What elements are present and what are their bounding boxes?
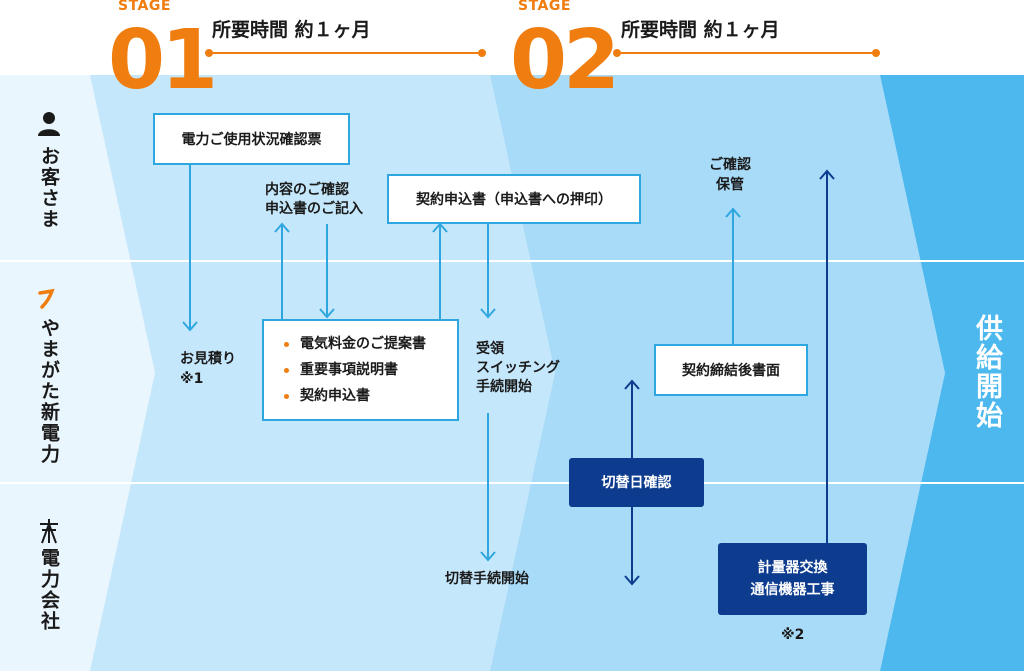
stage-02-duration: 所要時間 約１ヶ月 (621, 19, 780, 41)
meter-work-box: 計量器交換 通信機器工事 (718, 543, 867, 615)
lane-label-yamagata: やまがた新電力 (38, 318, 60, 465)
content-check-line-2: 申込書のご記入 (265, 201, 363, 217)
stage-01-label: STAGE (118, 0, 171, 14)
switch-start-label: 切替手続開始 (445, 571, 529, 587)
estimate-note: ※1 (180, 371, 204, 387)
arrowhead-10 (819, 169, 835, 180)
stage-02-number: 02 (510, 13, 620, 108)
switch-date-box: 切替日確認 (569, 458, 704, 507)
arrowhead-3 (319, 308, 335, 319)
arrowhead-2 (274, 222, 290, 233)
receive-line-3: 手続開始 (476, 379, 532, 395)
arrowhead-4 (432, 222, 448, 233)
lane-divider-2 (0, 482, 1024, 484)
content-check-line-1: 内容のご確認 (265, 182, 349, 198)
confirm-line-1: ご確認 (709, 157, 751, 173)
documents-box: 電気料金のご提案書 重要事項説明書 契約申込書 (262, 319, 459, 421)
usage-check-box: 電力ご使用状況確認票 (153, 113, 350, 165)
arrowhead-1 (182, 321, 198, 332)
stage-02-line-end (872, 49, 880, 57)
stage-01-number: 01 (108, 13, 218, 108)
meter-note: ※2 (781, 627, 805, 643)
stage-02-duration-line (617, 52, 875, 54)
document-item: 電気料金のご提案書 (280, 331, 426, 357)
documents-list: 電気料金のご提案書 重要事項説明書 契約申込書 (280, 331, 426, 409)
lane-label-customer: お客さま (38, 146, 60, 230)
stage-01-duration-line (209, 52, 481, 54)
contract-sign-box: 契約申込書（申込書への押印） (387, 174, 641, 224)
yamagata-logo-icon (38, 288, 55, 309)
stage-02-label: STAGE (518, 0, 571, 14)
document-item: 契約申込書 (280, 383, 426, 409)
lane-label-utility: 電力会社 (38, 548, 60, 632)
arrowhead-9 (624, 575, 640, 586)
arrowhead-6 (480, 551, 496, 562)
supply-chevron (880, 75, 1024, 671)
arrowhead-5 (480, 308, 496, 319)
power-tower-icon (40, 519, 58, 544)
lane-divider-1 (0, 260, 1024, 262)
confirm-line-2: 保管 (716, 177, 744, 193)
arrowhead-8 (624, 379, 640, 390)
supply-start-label: 供給開始 (971, 314, 1002, 430)
document-item: 重要事項説明書 (280, 357, 426, 383)
meter-line-1: 計量器交換 (757, 560, 828, 576)
estimate-line-1: お見積り (180, 351, 236, 367)
arrowhead-7 (725, 207, 741, 218)
receive-line-1: 受領 (476, 341, 504, 357)
receive-line-2: スイッチング (476, 360, 560, 376)
meter-line-2: 通信機器工事 (750, 582, 835, 598)
post-contract-box: 契約締結後書面 (654, 344, 808, 396)
stage-01-duration: 所要時間 約１ヶ月 (212, 19, 371, 41)
stage-01-line-end (478, 49, 486, 57)
person-icon (38, 112, 60, 136)
